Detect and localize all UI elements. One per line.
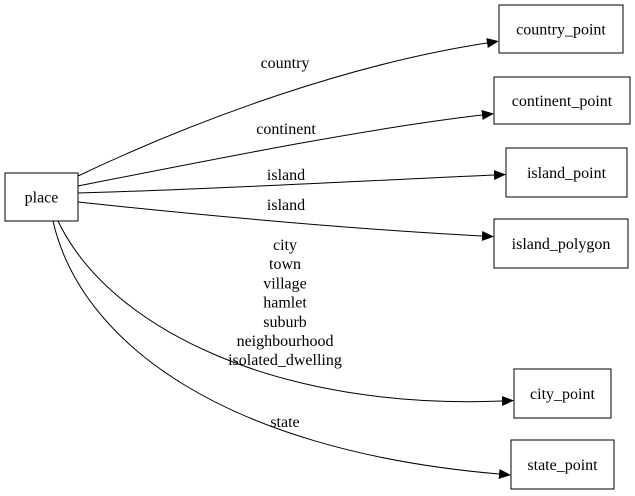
node-state_point-box [510, 439, 615, 490]
edge-place-city_point: city town village hamlet suburb neighbourhood… [57, 220, 514, 406]
node-state_point-label: state_point [527, 457, 598, 474]
edge-line [77, 201, 494, 241]
edge-line [77, 38, 499, 177]
node-country_point-box [498, 4, 624, 54]
edge-line [77, 110, 494, 187]
node-continent_point: continent_point [493, 76, 631, 125]
node-island_polygon-box [493, 218, 629, 269]
node-city_point-box [513, 368, 612, 419]
edge-label: isolated_dwelling [228, 352, 342, 369]
edge-label: continent [256, 121, 316, 138]
edge-place-continent_point: continent [77, 110, 494, 187]
edge-line [57, 220, 514, 406]
nodes-layer: place country_point continent_point island_… [4, 4, 631, 490]
node-continent_point-box [493, 76, 631, 125]
edge-place-state_point: state [52, 220, 511, 479]
edge-label: hamlet [263, 295, 307, 312]
edge-line [77, 170, 506, 194]
edge-label: town [269, 256, 301, 273]
node-island_point: island_point [505, 147, 628, 198]
edge-label: suburb [263, 314, 307, 331]
node-country_point-label: country_point [516, 22, 606, 39]
node-city_point-label: city_point [530, 386, 595, 403]
edge-place-country_point: country [77, 38, 499, 177]
edge-label: neighbourhood [237, 333, 334, 350]
edge-place-island_point: island [77, 167, 506, 194]
node-place-label: place [25, 190, 59, 207]
node-island_point-box [505, 147, 628, 198]
node-island_polygon: island_polygon [493, 218, 629, 269]
edges-layer: country continent island island city town vill… [52, 38, 514, 479]
edge-label: country [261, 55, 310, 72]
node-place-box [4, 172, 79, 222]
node-continent_point-label: continent_point [512, 93, 613, 110]
edge-label: city [273, 237, 297, 254]
edge-line [52, 220, 511, 479]
node-place: place [4, 172, 79, 222]
node-island_point-label: island_point [527, 165, 607, 182]
node-country_point: country_point [498, 4, 624, 54]
edge-label: island [267, 167, 305, 184]
edge-label: island [267, 197, 305, 214]
node-city_point: city_point [513, 368, 612, 419]
edge-label: state [270, 414, 299, 431]
node-state_point: state_point [510, 439, 615, 490]
edge-place-island_polygon: island [77, 197, 494, 241]
edge-label: village [263, 275, 307, 292]
node-island_polygon-label: island_polygon [512, 236, 611, 253]
